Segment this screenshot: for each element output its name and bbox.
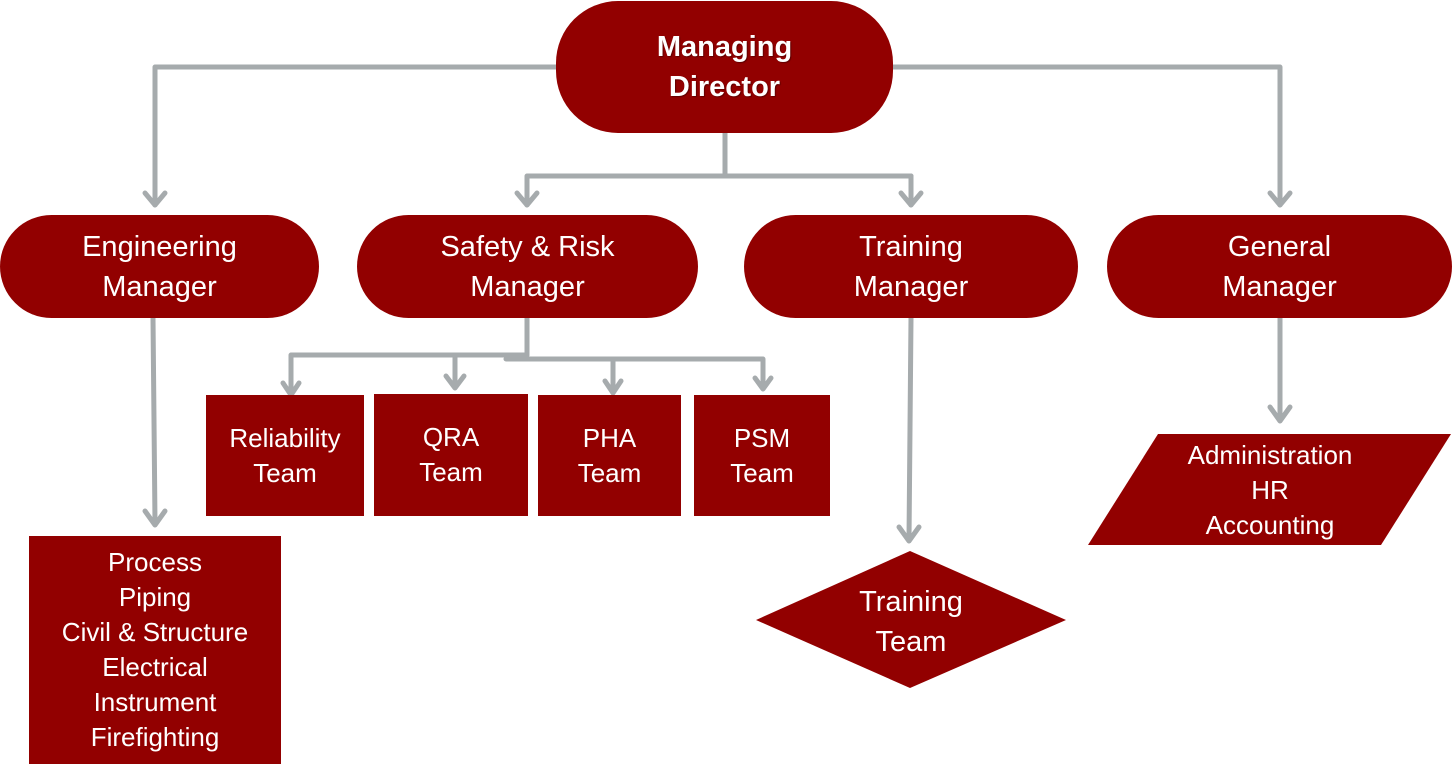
connector-safety-bus-left <box>288 352 530 396</box>
training-team-node: Training Team <box>800 582 1022 662</box>
managing-director-node: Managing Director <box>556 1 893 133</box>
managing-director-line2: Director <box>668 71 781 103</box>
arrowhead-training-manager <box>898 190 924 208</box>
connector-training-team <box>906 315 914 542</box>
training-manager-line2: Manager <box>853 270 969 303</box>
safety-risk-manager-line2: Manager <box>470 270 585 303</box>
function-accounting: Accounting <box>1205 510 1335 540</box>
reliability-team-line1: Reliability <box>229 422 341 453</box>
psm-team-line2: Team <box>730 457 794 488</box>
connector-safety-bus-right <box>503 356 766 390</box>
connector-md-engineering <box>152 64 559 208</box>
training-team-line1: Training <box>859 586 963 618</box>
qra-team-line2: Team <box>419 457 483 487</box>
arrowhead-engineering-disciplines <box>142 508 168 528</box>
engineering-manager-line1: Engineering <box>82 230 237 263</box>
safety-risk-manager-node: Safety & Risk Manager <box>357 215 698 318</box>
pha-team-node: PHA Team <box>538 395 681 516</box>
arrowhead-general-manager <box>1267 190 1293 208</box>
connector-engineering-disciplines <box>150 315 158 526</box>
general-manager-node: General Manager <box>1107 215 1452 318</box>
training-manager-node: Training Manager <box>744 215 1078 318</box>
discipline-firefighting: Firefighting <box>90 722 220 752</box>
general-manager-line2: Manager <box>1222 270 1337 303</box>
qra-team-node: QRA Team <box>374 394 528 516</box>
training-manager-line1: Training <box>859 230 963 263</box>
psm-team-node: PSM Team <box>694 395 830 516</box>
connector-md-safety <box>524 173 914 208</box>
function-hr: HR <box>1251 475 1289 505</box>
engineering-manager-line2: Manager <box>102 270 217 303</box>
training-team-line2: Team <box>875 626 947 658</box>
discipline-civil-structure: Civil & Structure <box>61 617 249 647</box>
psm-team-line1: PSM <box>733 422 791 453</box>
function-administration: Administration <box>1187 440 1353 470</box>
discipline-instrument: Instrument <box>93 687 217 717</box>
qra-team-line1: QRA <box>422 422 480 452</box>
general-manager-line1: General <box>1227 230 1332 263</box>
arrowhead-psm-team <box>752 375 774 392</box>
engineering-disciplines-node: Process Piping Civil & Structure Electri… <box>29 536 281 764</box>
arrowhead-qra-team <box>443 373 467 391</box>
general-functions-node: Administration HR Accounting <box>1140 438 1400 543</box>
arrowhead-safety-manager <box>514 190 540 208</box>
arrowhead-pha-team <box>602 378 624 396</box>
arrowhead-training-team <box>896 524 922 544</box>
discipline-process: Process <box>108 547 202 577</box>
arrowhead-general-functions <box>1267 404 1293 424</box>
pha-team-line1: PHA <box>582 422 637 453</box>
managing-director-line1: Managing <box>656 31 793 63</box>
discipline-piping: Piping <box>118 582 192 612</box>
safety-risk-manager-line1: Safety & Risk <box>440 230 615 263</box>
connector-md-general <box>890 64 1283 208</box>
pha-team-line2: Team <box>577 457 642 488</box>
discipline-electrical: Electrical <box>102 652 208 682</box>
engineering-manager-node: Engineering Manager <box>0 215 319 318</box>
reliability-team-line2: Team <box>253 457 317 488</box>
arrowhead-engineering-manager <box>142 190 168 208</box>
reliability-team-node: Reliability Team <box>206 395 364 516</box>
